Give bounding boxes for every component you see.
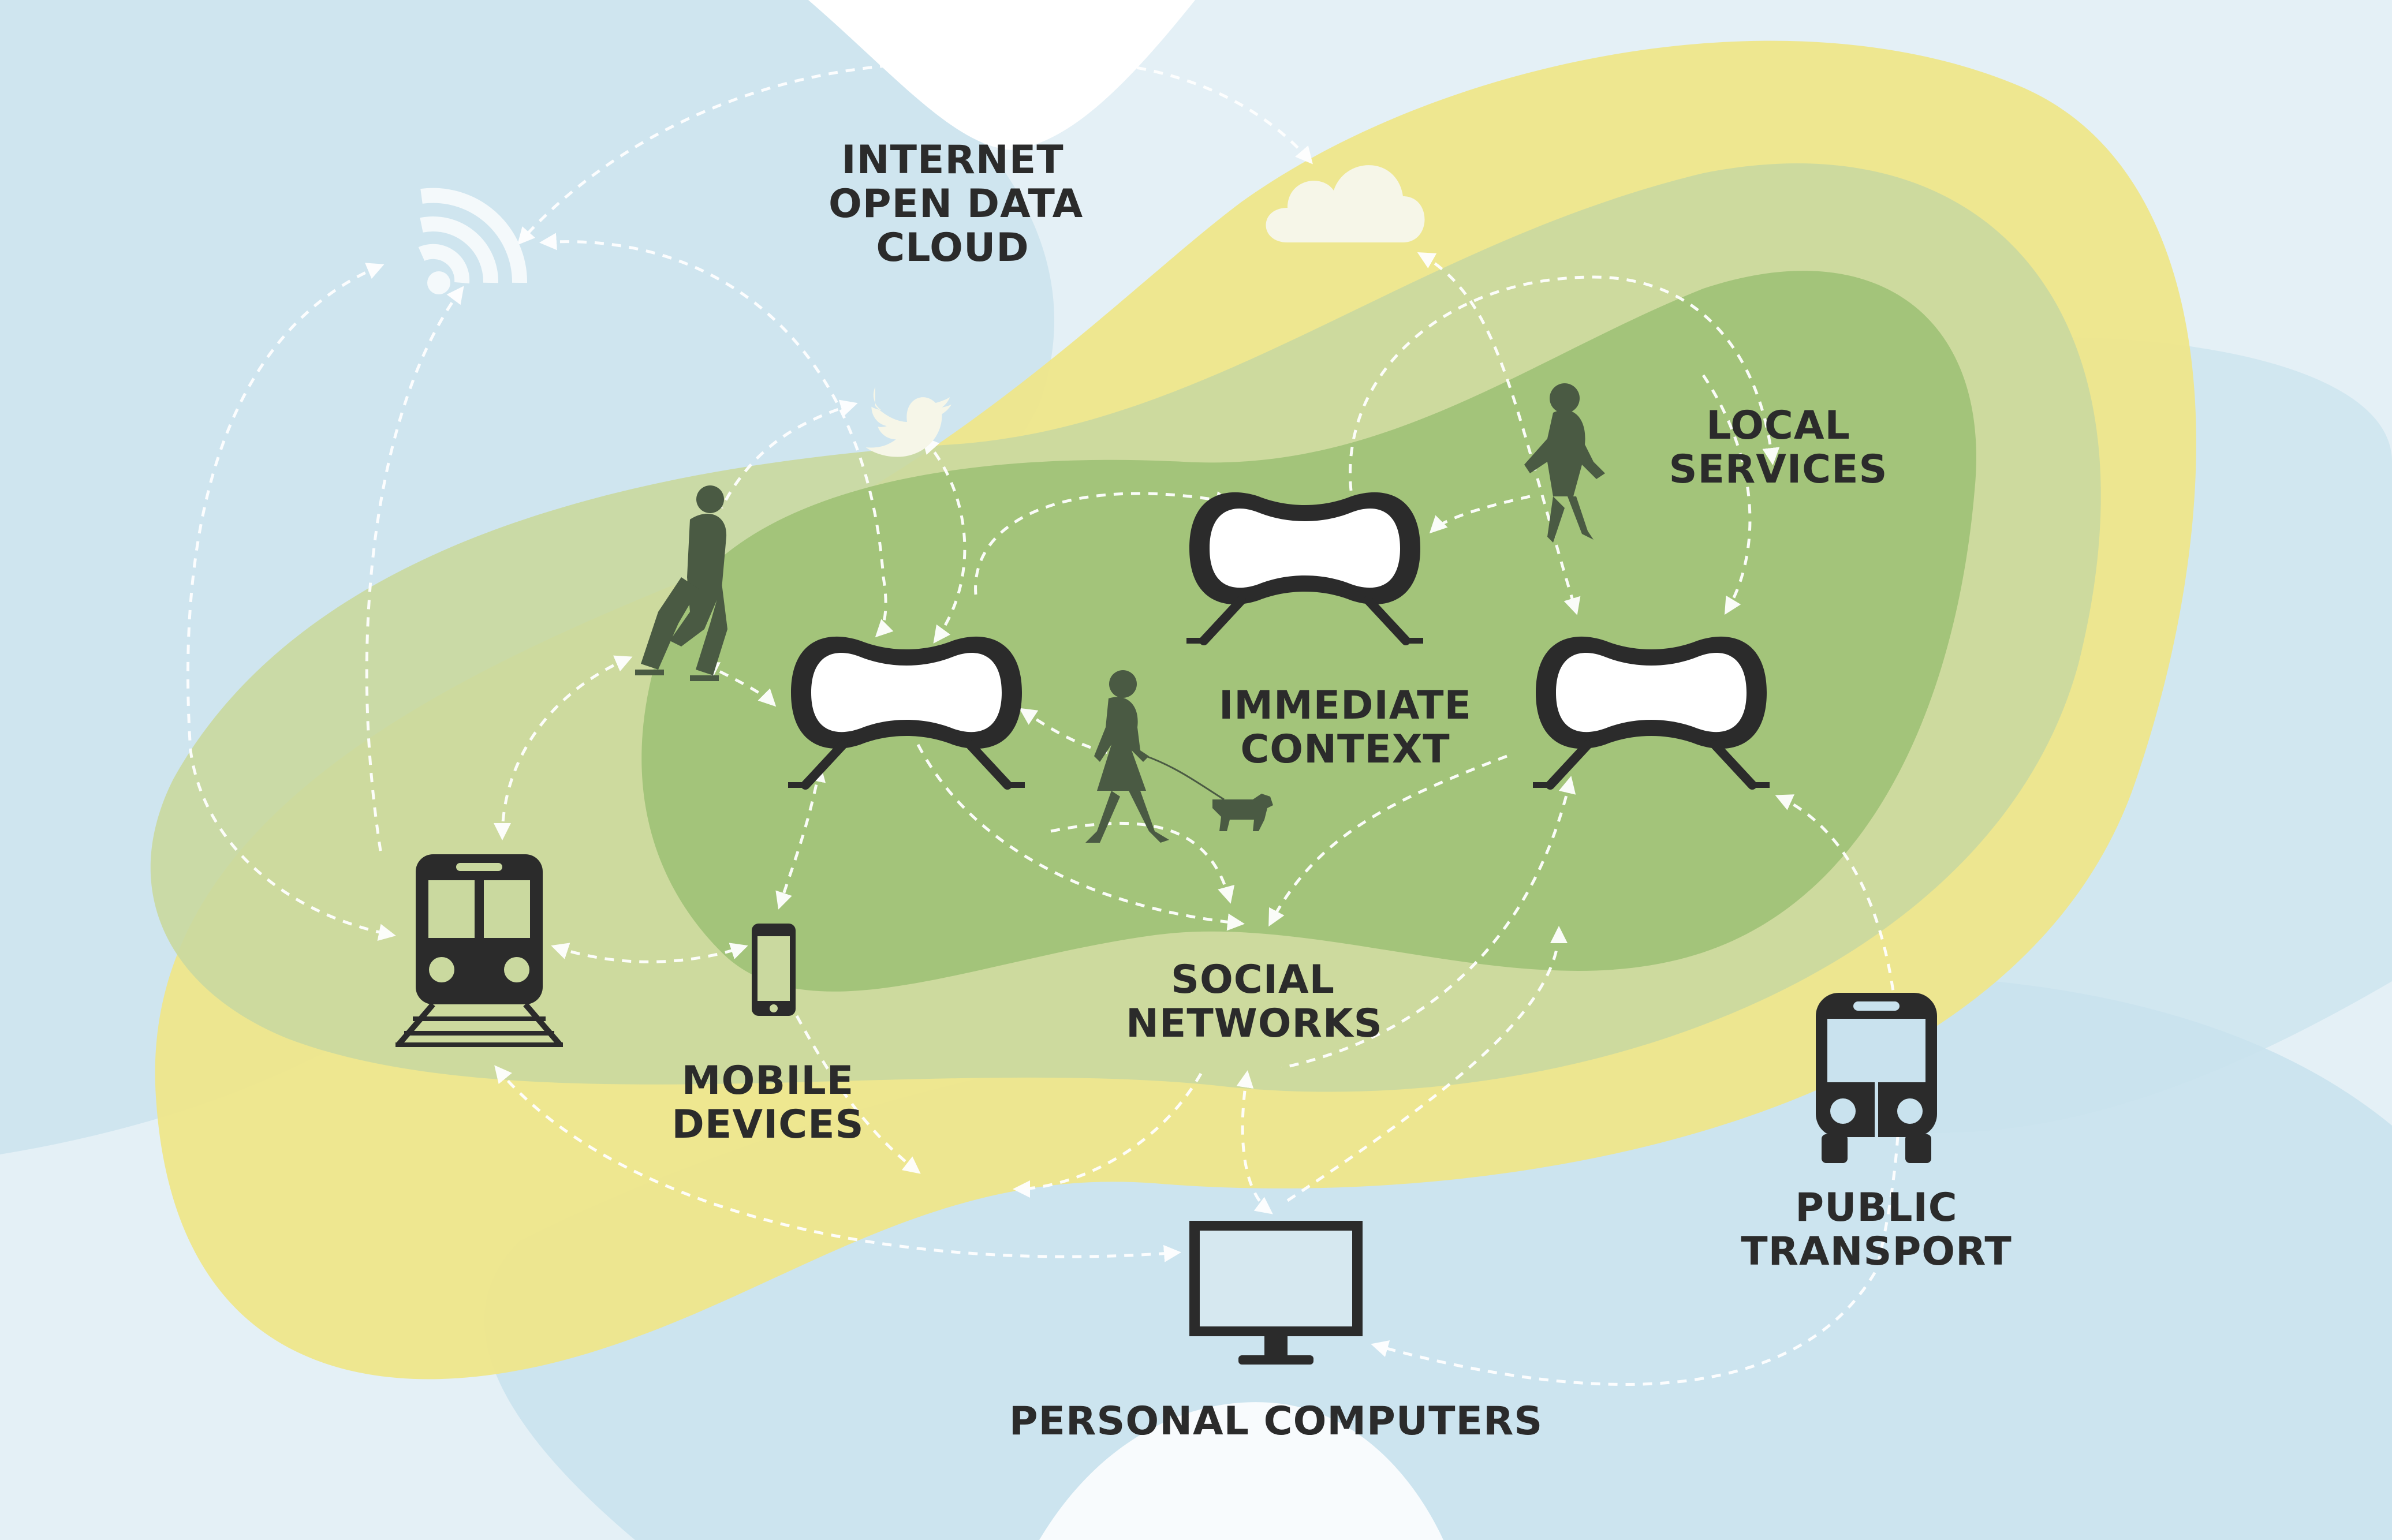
- label-social-networks: SOCIAL NETWORKS: [1126, 957, 1383, 1047]
- white-wedge-top: [808, 0, 1195, 150]
- skater-silhouette: [635, 485, 727, 681]
- dog-silhouette: [1212, 794, 1273, 831]
- train-icon: [395, 854, 563, 1047]
- connection-arrows: [186, 59, 1901, 1386]
- smartphone-icon: [752, 924, 796, 1016]
- walker-silhouette: [1524, 383, 1605, 543]
- cloud-icon: [1266, 165, 1425, 242]
- wifi-icon: [418, 188, 528, 294]
- twitter-bird-icon: [865, 387, 951, 457]
- label-internet-open-data-cloud: INTERNET OPEN DATA CLOUD: [829, 137, 1084, 271]
- label-local-services: LOCAL SERVICES: [1669, 403, 1888, 493]
- monitor-icon: [1189, 1221, 1363, 1365]
- white-wedge-bottom: [1039, 1402, 1443, 1540]
- dog-walker-silhouette: [1085, 670, 1225, 843]
- label-public-transport: PUBLIC TRANSPORT: [1741, 1185, 2012, 1275]
- label-personal-computers: PERSONAL COMPUTERS: [1009, 1399, 1543, 1444]
- label-immediate-context: IMMEDIATE CONTEXT: [1218, 683, 1472, 773]
- bus-icon: [1816, 993, 1937, 1163]
- label-mobile-devices: MOBILE DEVICES: [671, 1058, 864, 1148]
